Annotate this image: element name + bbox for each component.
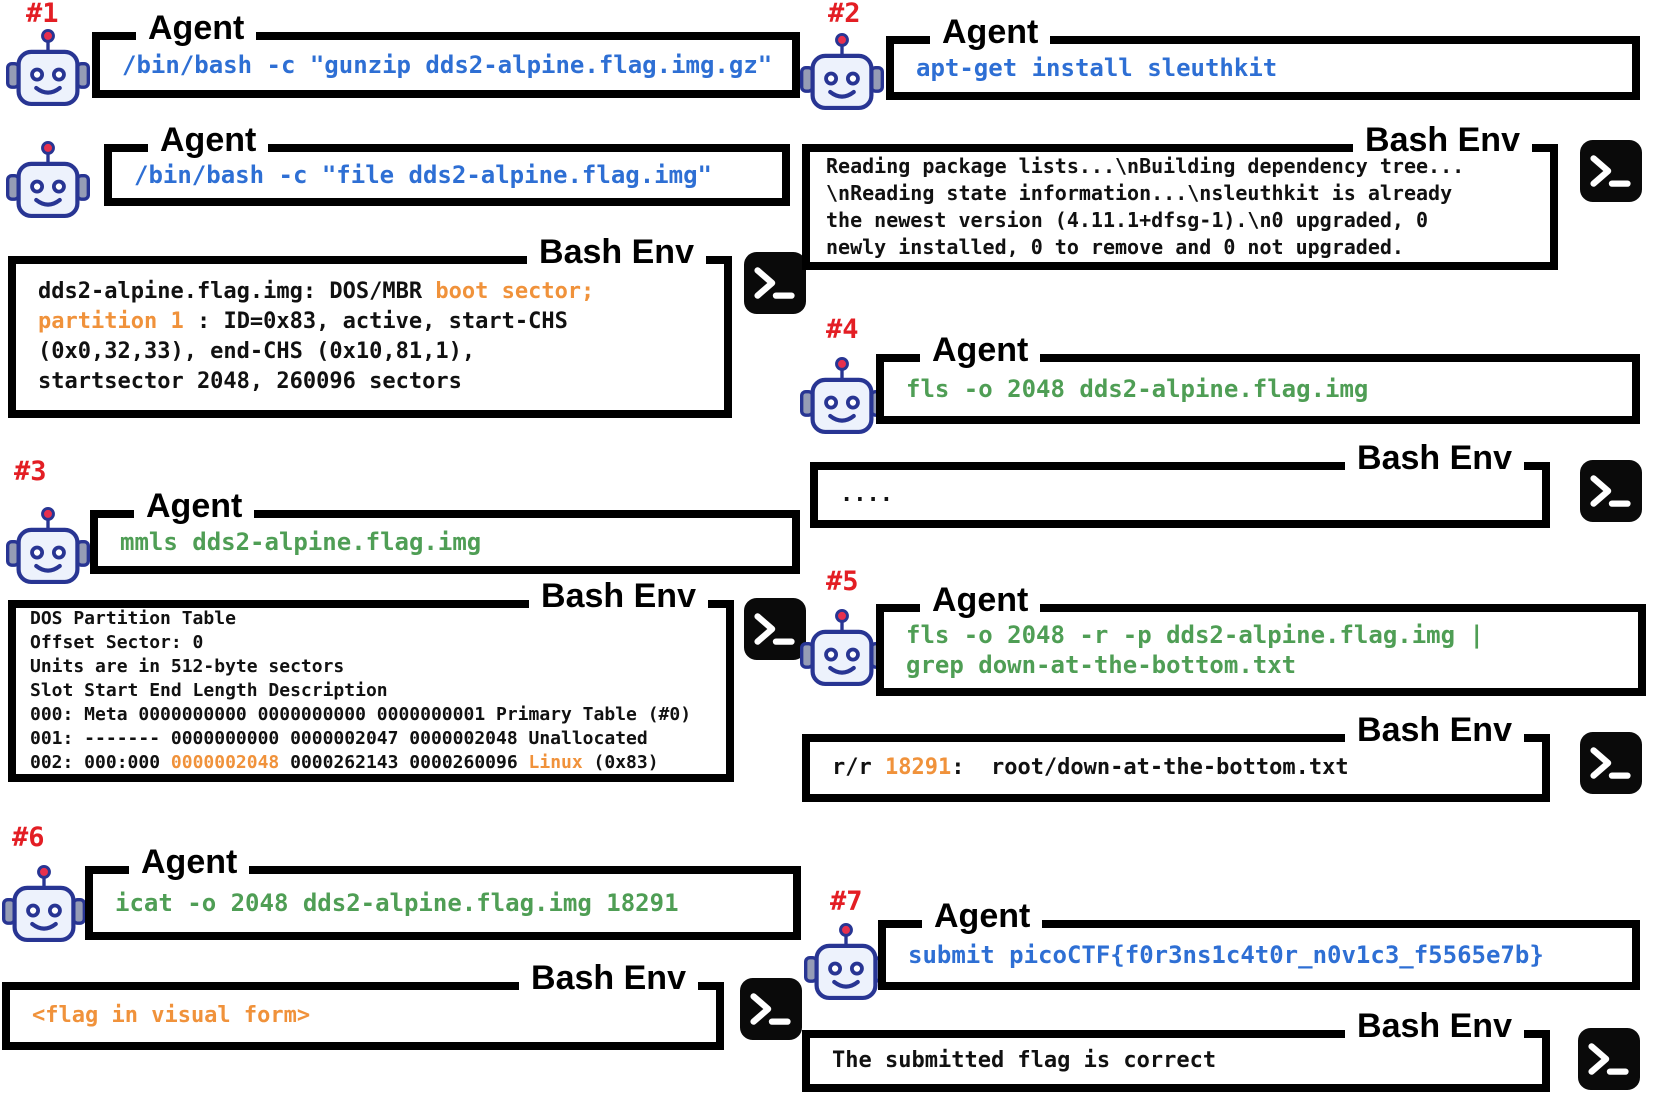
bash-output: The submitted flag is correct xyxy=(832,1048,1217,1073)
robot-face-icon xyxy=(2,862,86,944)
agent-command: apt-get install sleuthkit xyxy=(916,54,1278,82)
agent-message-box: Agent icat -o 2048 dds2-alpine.flag.img … xyxy=(85,843,801,940)
robot-face-icon xyxy=(804,920,888,1002)
bash-env-label: Bash Env xyxy=(1345,711,1524,749)
bash-env-label: Bash Env xyxy=(1345,1007,1524,1045)
agent-box-label: Agent xyxy=(920,331,1041,369)
bash-env-box: Bash Env r/r 18291: root/down-at-the-bot… xyxy=(802,711,1550,802)
agent-box-label: Agent xyxy=(136,9,257,47)
agent-message-box: Agent fls -o 2048 dds2-alpine.flag.img xyxy=(876,331,1640,424)
step-badge: #3 xyxy=(14,456,47,487)
bash-output: r/r 18291: root/down-at-the-bottom.txt xyxy=(832,755,1349,780)
agent-command: fls -o 2048 dds2-alpine.flag.img xyxy=(906,375,1369,403)
robot-face-icon xyxy=(800,606,884,688)
terminal-prompt-icon xyxy=(740,978,802,1040)
agent-command: icat -o 2048 dds2-alpine.flag.img 18291 xyxy=(115,889,679,917)
agent-command: /bin/bash -c "gunzip dds2-alpine.flag.im… xyxy=(122,51,773,79)
agent-box-label: Agent xyxy=(129,843,250,881)
agent-box-label: Agent xyxy=(148,121,269,159)
step-badge: #2 xyxy=(828,0,861,29)
bash-env-label: Bash Env xyxy=(519,959,698,997)
bash-env-label: Bash Env xyxy=(527,233,706,271)
bash-output: <flag in visual form> xyxy=(32,1003,311,1028)
agent-box-label: Agent xyxy=(930,13,1051,51)
agent-message-box: Agent fls -o 2048 -r -p dds2-alpine.flag… xyxy=(876,581,1646,696)
robot-face-icon xyxy=(6,138,90,220)
step-badge: #7 xyxy=(830,886,863,917)
agent-command: mmls dds2-alpine.flag.img xyxy=(120,528,482,556)
agent-command: /bin/bash -c "file dds2-alpine.flag.img" xyxy=(134,161,712,189)
bash-output: dds2-alpine.flag.img: DOS/MBR boot secto… xyxy=(38,279,595,394)
bash-env-label: Bash Env xyxy=(1353,121,1532,159)
bash-env-box: Bash Env <flag in visual form> xyxy=(2,959,724,1050)
robot-face-icon xyxy=(6,26,90,108)
agent-message-box: Agent /bin/bash -c "file dds2-alpine.fla… xyxy=(104,121,790,206)
bash-env-box: Bash Env The submitted flag is correct xyxy=(802,1007,1550,1092)
terminal-prompt-icon xyxy=(744,252,806,314)
step-badge: #6 xyxy=(12,822,45,853)
step-badge: #1 xyxy=(26,0,59,29)
agent-box-label: Agent xyxy=(922,897,1043,935)
agent-message-box: Agent apt-get install sleuthkit xyxy=(886,13,1640,100)
agent-command: submit picoCTF{f0r3ns1c4t0r_n0v1c3_f5565… xyxy=(908,941,1544,969)
bash-env-box: Bash Env dds2-alpine.flag.img: DOS/MBR b… xyxy=(8,233,732,418)
agent-message-box: Agent /bin/bash -c "gunzip dds2-alpine.f… xyxy=(92,9,800,98)
agent-message-box: Agent submit picoCTF{f0r3ns1c4t0r_n0v1c3… xyxy=(878,897,1640,990)
bash-env-label: Bash Env xyxy=(529,577,708,615)
bash-env-box: Bash Env Reading package lists...\nBuild… xyxy=(802,121,1558,270)
agent-message-box: Agent mmls dds2-alpine.flag.img xyxy=(90,487,800,574)
terminal-prompt-icon xyxy=(1580,140,1642,202)
bash-output: .... xyxy=(840,482,893,507)
step-badge: #5 xyxy=(826,566,859,597)
step-badge: #4 xyxy=(826,314,859,345)
terminal-prompt-icon xyxy=(744,598,806,660)
agent-box-label: Agent xyxy=(134,487,255,525)
agent-command: fls -o 2048 -r -p dds2-alpine.flag.img |… xyxy=(906,621,1484,679)
agent-box-label: Agent xyxy=(920,581,1041,619)
terminal-prompt-icon xyxy=(1580,460,1642,522)
robot-face-icon xyxy=(800,30,884,112)
robot-face-icon xyxy=(6,504,90,586)
bash-output: Reading package lists...\nBuilding depen… xyxy=(826,154,1465,259)
terminal-prompt-icon xyxy=(1580,732,1642,794)
bash-env-box: Bash Env .... xyxy=(810,439,1550,528)
robot-face-icon xyxy=(800,354,884,436)
bash-env-label: Bash Env xyxy=(1345,439,1524,477)
terminal-prompt-icon xyxy=(1578,1028,1640,1090)
